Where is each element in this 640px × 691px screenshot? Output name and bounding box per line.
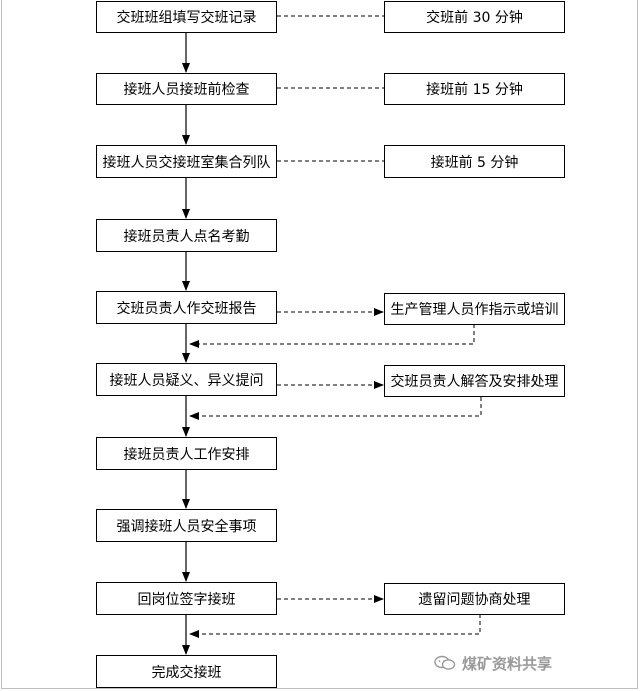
step-fill-handover-record: 交班班组填写交班记录 [96,1,277,33]
note-instruction-training: 生产管理人员作指示或培训 [384,293,565,325]
step-complete-handover: 完成交接班 [96,655,277,688]
note-15-min-before: 接班前 15 分钟 [384,73,565,105]
step-work-arrangement: 接班员责人工作安排 [96,437,277,470]
note-5-min-before: 接班前 5 分钟 [384,145,565,178]
wechat-icon [434,655,456,671]
step-questions: 接班人员疑义、异义提问 [96,363,277,396]
step-safety-emphasis: 强调接班人员安全事项 [96,509,277,542]
note-answer-arrange: 交班员责人解答及安排处理 [384,365,565,397]
dash-note5-return [189,397,482,420]
step-pre-shift-check: 接班人员接班前检查 [96,73,277,105]
watermark-text: 煤矿资料共享 [462,654,553,673]
step-roll-call: 接班员责人点名考勤 [96,219,277,252]
step-handover-report: 交班员责人作交班报告 [96,291,277,324]
step-assemble-line-up: 接班人员交接班室集合列队 [96,145,277,178]
dash-note4-return [189,324,475,348]
note-30-min-before: 交班前 30 分钟 [384,1,565,33]
watermark: 煤矿资料共享 [434,650,630,676]
dash-note6-return [189,614,481,638]
step-sign-in: 回岗位签字接班 [96,582,277,615]
note-leftover-issues: 遗留问题协商处理 [384,583,565,615]
